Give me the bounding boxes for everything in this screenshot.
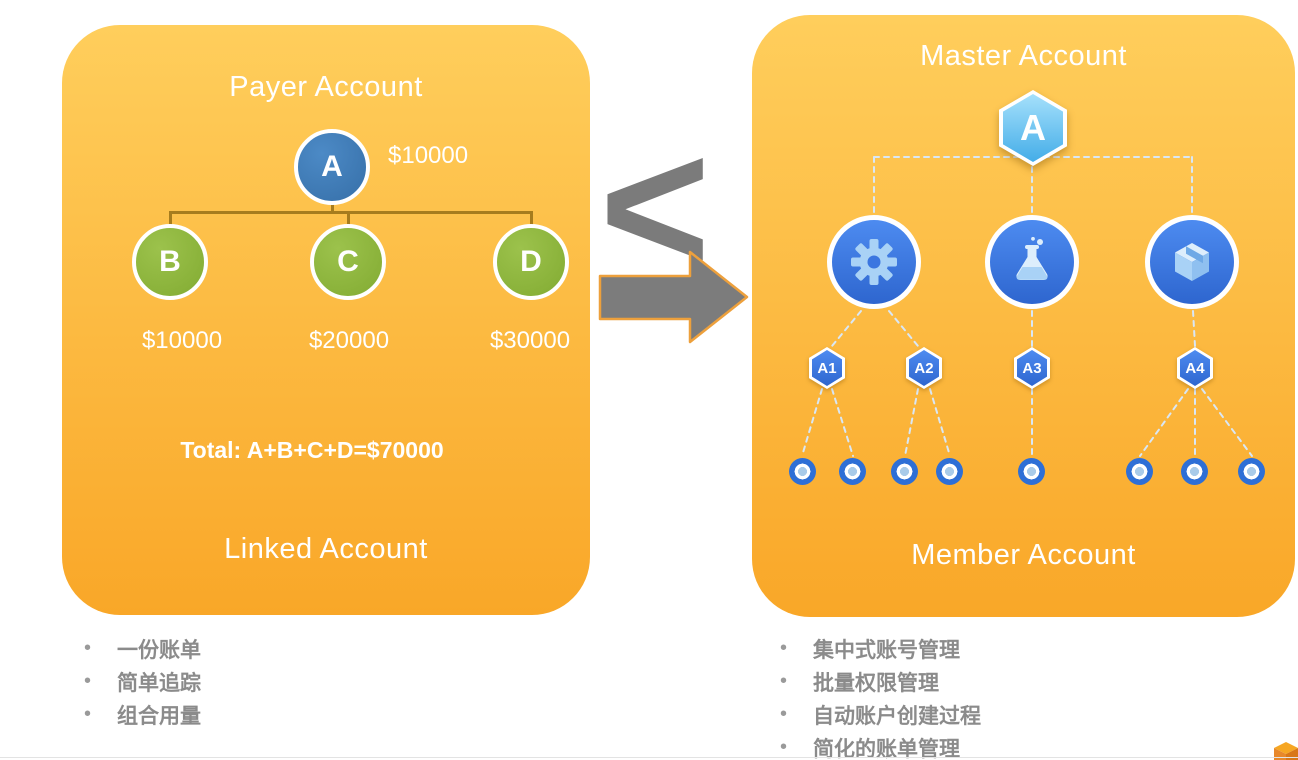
- account-badge-a4: A4: [1177, 347, 1213, 389]
- package-service-circle: [1145, 215, 1239, 309]
- bullet-dot: •: [84, 670, 92, 692]
- member-account-dot: [891, 458, 918, 485]
- slide-bottom-border: [0, 757, 1298, 758]
- payer-node-a-amount: $10000: [388, 142, 469, 169]
- lab-service-circle: [985, 215, 1079, 309]
- master-benefits-list: • 集中式账号管理 • 批量权限管理 • 自动账户创建过程 • 简化的账单管理: [780, 632, 981, 760]
- account-badge-a1: A1: [809, 347, 845, 389]
- right-arrow: [598, 250, 749, 344]
- gear-icon: [851, 239, 897, 285]
- linked-node-b-label: B: [159, 245, 181, 278]
- member-account-label: Member Account: [911, 539, 1136, 571]
- list-item-text: 集中式账号管理: [813, 638, 961, 662]
- master-account-title: Master Account: [920, 40, 1127, 72]
- payer-account-title: Payer Account: [229, 71, 423, 103]
- dashed-connector-lines: [801, 156, 1253, 457]
- list-item-text: 简单追踪: [117, 671, 202, 695]
- list-item: • 集中式账号管理: [780, 632, 981, 665]
- member-account-dot: [839, 458, 866, 485]
- member-account-dot: [1126, 458, 1153, 485]
- account-badge-a3-label: A3: [1017, 350, 1047, 386]
- list-item-text: 组合用量: [117, 704, 202, 728]
- bullet-dot: •: [780, 703, 788, 725]
- linked-node-d-amount: $30000: [489, 327, 571, 354]
- tree-connector-horizontal: [169, 211, 533, 214]
- settings-service-circle: [827, 215, 921, 309]
- account-badge-a2-label: A2: [909, 350, 939, 386]
- tree-connector-d: [530, 213, 533, 226]
- master-hexagon: A: [1003, 94, 1063, 162]
- payer-node-a-label: A: [321, 150, 343, 183]
- cube-icon: [1175, 243, 1209, 281]
- linked-node-c-label: C: [337, 245, 359, 278]
- bullet-dot: •: [780, 736, 788, 758]
- list-item: • 简单追踪: [84, 665, 201, 698]
- account-badge-a2: A2: [906, 347, 942, 389]
- payer-account-panel: Payer Account A $10000 B C D $10000 $200…: [62, 25, 590, 615]
- account-badge-a3: A3: [1014, 347, 1050, 389]
- list-item: • 简化的账单管理: [780, 731, 981, 760]
- tree-connector-b: [169, 213, 172, 226]
- member-account-dot: [1018, 458, 1045, 485]
- dashed-connectors: [801, 156, 1253, 457]
- linked-node-b: B: [132, 224, 208, 300]
- member-account-dot: [789, 458, 816, 485]
- linked-node-d-label: D: [520, 245, 542, 278]
- master-node-label: A: [1020, 107, 1046, 148]
- member-account-dot: [1238, 458, 1265, 485]
- list-item-text: 批量权限管理: [813, 671, 940, 695]
- linked-node-c-amount: $20000: [308, 327, 390, 354]
- linked-node-d: D: [493, 224, 569, 300]
- list-item-text: 一份账单: [117, 638, 202, 662]
- list-item: • 组合用量: [84, 698, 201, 731]
- list-item: • 批量权限管理: [780, 665, 981, 698]
- tree-connector-c: [347, 213, 350, 226]
- total-amount-line: Total: A+B+C+D=$70000: [180, 437, 444, 463]
- list-item-text: 简化的账单管理: [813, 737, 961, 760]
- list-item: • 自动账户创建过程: [780, 698, 981, 731]
- account-badge-a1-label: A1: [812, 350, 842, 386]
- master-hexagon-border: A: [999, 90, 1067, 166]
- flask-icon: [1016, 237, 1048, 280]
- bullet-dot: •: [84, 703, 92, 725]
- linked-node-c: C: [310, 224, 386, 300]
- bullet-dot: •: [780, 670, 788, 692]
- linked-node-b-amount: $10000: [141, 327, 223, 354]
- member-account-dot: [1181, 458, 1208, 485]
- list-item-text: 自动账户创建过程: [813, 704, 982, 728]
- master-node: A: [999, 90, 1067, 166]
- linked-account-label: Linked Account: [224, 533, 428, 565]
- payer-benefits-list: • 一份账单 • 简单追踪 • 组合用量: [84, 632, 201, 731]
- tree-connector-root: [331, 203, 334, 212]
- right-arrow-shape: [598, 250, 749, 344]
- payer-node-a: A: [294, 129, 370, 205]
- list-item: • 一份账单: [84, 632, 201, 665]
- master-account-panel: Master Account: [752, 15, 1295, 617]
- account-badge-a4-label: A4: [1180, 350, 1210, 386]
- bullet-dot: •: [84, 637, 92, 659]
- member-account-dot: [936, 458, 963, 485]
- bullet-dot: •: [780, 637, 788, 659]
